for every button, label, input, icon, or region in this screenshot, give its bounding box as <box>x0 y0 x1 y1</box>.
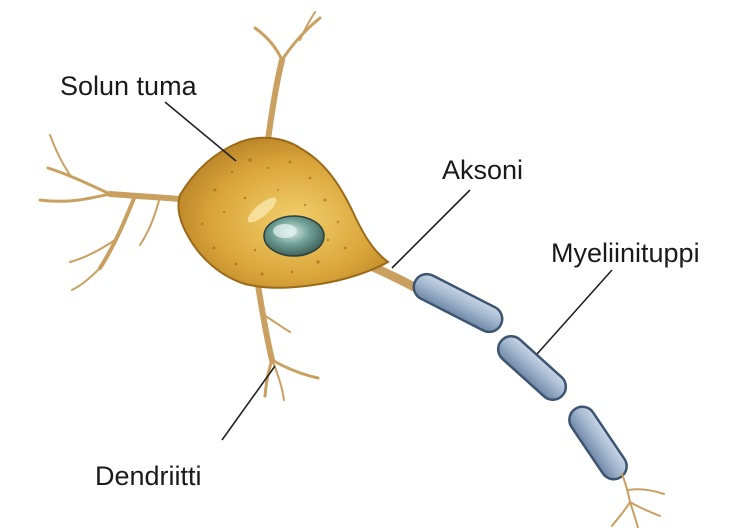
leader-line-myelin <box>537 270 612 354</box>
myelin-segment <box>564 402 631 485</box>
cell-body <box>178 138 388 288</box>
myelin-segment <box>493 331 571 405</box>
nucleus <box>264 216 324 256</box>
myelin-sheath <box>409 270 631 485</box>
label-axon: Aksoni <box>442 157 523 184</box>
myelin-segment <box>409 270 506 337</box>
axon-terminal <box>612 474 664 528</box>
leader-line-axon <box>392 190 470 268</box>
leader-line-nucleus <box>165 102 236 161</box>
label-nucleus: Solun tuma <box>60 73 197 100</box>
label-dendrite: Dendriitti <box>95 463 202 490</box>
label-myelin: Myeliinituppi <box>551 240 700 267</box>
nucleus-highlight <box>273 224 297 238</box>
leader-line-dendrite <box>222 366 275 440</box>
